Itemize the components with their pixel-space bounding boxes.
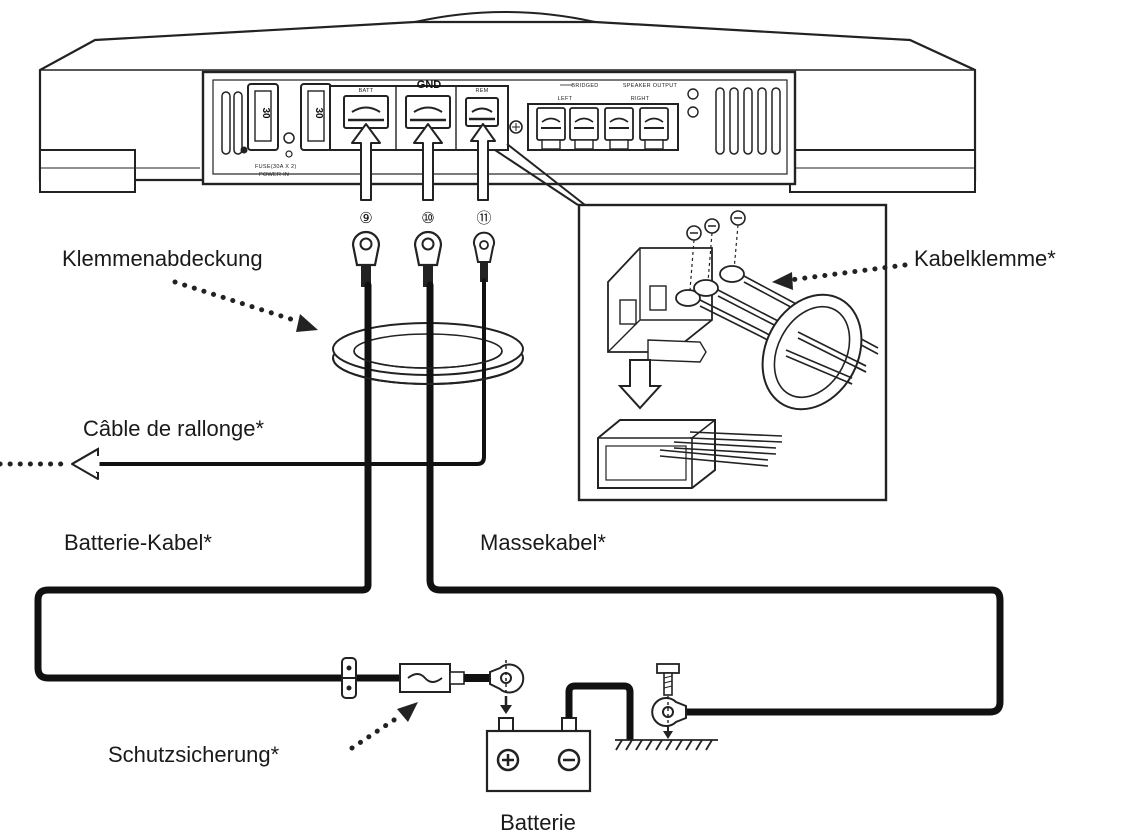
callout-arrowhead-icon bbox=[296, 314, 318, 332]
remote-extension-cable bbox=[96, 278, 486, 466]
chassis-ground-icon bbox=[615, 739, 718, 751]
ring-lugs bbox=[351, 230, 495, 287]
right-channel-label: RIGHT bbox=[631, 96, 650, 102]
batt-terminal-label: BATT bbox=[359, 88, 374, 94]
callout-arrowhead-icon bbox=[397, 702, 418, 722]
extension-arrow-icon bbox=[71, 448, 99, 480]
terminal-number-9: ⑨ bbox=[359, 209, 372, 227]
cable-clamp-detail-inset bbox=[577, 203, 888, 502]
ground-cable-label: Massekabel* bbox=[480, 530, 606, 555]
terminal-number-10: ⑩ bbox=[421, 209, 434, 227]
negative-terminal-icon bbox=[557, 748, 581, 772]
heat-sink-left bbox=[221, 91, 243, 155]
down-arrow-icon bbox=[617, 359, 663, 410]
screw-icon bbox=[687, 106, 699, 118]
cables bbox=[34, 278, 1004, 716]
inline-fuse bbox=[399, 660, 525, 714]
fuse-rating-1: 30 bbox=[260, 107, 271, 119]
fuse-holder-2: 30 bbox=[300, 83, 332, 151]
rem-terminal-label: REM bbox=[475, 88, 488, 94]
terminal-cover-label: Klemmenabdeckung bbox=[62, 246, 263, 271]
callout-arrowhead-icon bbox=[772, 272, 793, 290]
callout-arrows bbox=[0, 262, 908, 751]
battery-cable-label: Batterie-Kabel* bbox=[64, 530, 212, 555]
terminal-cover-front bbox=[332, 350, 524, 385]
negative-cable bbox=[565, 682, 634, 740]
speaker-output-label: SPEAKER OUTPUT bbox=[623, 83, 678, 89]
gnd-terminal-label: GND bbox=[417, 79, 442, 91]
screw-icon bbox=[285, 150, 293, 158]
screw-icon bbox=[687, 88, 699, 100]
led-indicator bbox=[240, 146, 248, 154]
battery-cable bbox=[34, 281, 404, 682]
fuse-holder-1: 30 bbox=[247, 83, 279, 151]
fuse-spec-label: FUSE(30A X 2) bbox=[255, 164, 297, 170]
power-in-label: POWER IN bbox=[259, 172, 289, 178]
battery bbox=[485, 717, 592, 793]
insertion-arrows bbox=[351, 123, 496, 201]
terminal-number-11: ⑪ bbox=[476, 209, 491, 227]
extension-cable-label: Câble de rallonge* bbox=[83, 416, 264, 441]
ground-cable bbox=[426, 281, 1004, 716]
left-channel-label: LEFT bbox=[558, 96, 573, 102]
screw-icon bbox=[283, 132, 295, 144]
battery-label: Batterie bbox=[500, 810, 576, 835]
battery-cable-clamp bbox=[341, 657, 357, 699]
speaker-terminal-block: BRIDGED SPEAKER OUTPUT LEFT RIGHT bbox=[527, 83, 679, 151]
fuse-label: Schutzsicherung* bbox=[108, 742, 280, 767]
cable-clamp-label: Kabelklemme* bbox=[914, 246, 1056, 271]
heat-sink-right bbox=[715, 87, 781, 155]
ground-screw-icon bbox=[651, 663, 687, 739]
positive-terminal-icon bbox=[496, 748, 520, 772]
fuse-rating-2: 30 bbox=[313, 107, 324, 119]
bridged-label: BRIDGED bbox=[571, 83, 598, 89]
